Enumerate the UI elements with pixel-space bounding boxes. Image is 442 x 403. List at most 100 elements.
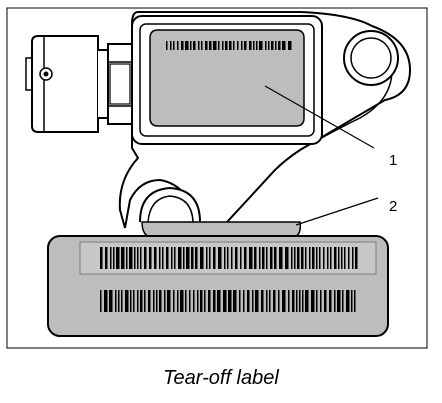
barcode-bar <box>341 247 343 269</box>
barcode-bar <box>217 290 221 312</box>
barcode-bar <box>154 247 157 269</box>
barcode-bar <box>109 290 113 312</box>
barcode-bar <box>301 247 304 269</box>
barcode-bar <box>181 41 184 50</box>
barcode-bar <box>275 41 277 50</box>
barcode-bar <box>209 247 211 269</box>
barcode-bar <box>104 290 108 312</box>
barcode-bar <box>140 290 143 312</box>
barcode-bar <box>229 41 232 50</box>
barcode-bar <box>259 247 261 269</box>
barcode-bar <box>342 290 344 312</box>
barcode-bar <box>344 247 346 269</box>
barcode-bar <box>282 41 286 50</box>
barcode-bar <box>316 290 318 312</box>
barcode-bar <box>115 290 117 312</box>
barcode-bar <box>291 247 293 269</box>
barcode-bar <box>206 247 208 269</box>
barcode-bar <box>126 247 128 269</box>
barcode-bar <box>100 290 102 312</box>
barcode-bar <box>200 290 203 312</box>
barcode-bar <box>125 290 129 312</box>
barcode-bar <box>237 41 239 50</box>
barcode-bar <box>209 41 212 50</box>
callout-leader-1 <box>264 85 375 149</box>
barcode-bar <box>171 247 173 269</box>
barcode-bar <box>320 290 322 312</box>
barcode-bar <box>348 247 350 269</box>
barcode-bar <box>282 290 286 312</box>
barcode-bar <box>130 290 132 312</box>
barcode-icon <box>100 247 358 269</box>
barcode-bar <box>271 41 274 50</box>
barcode-bar <box>201 41 203 50</box>
barcode-bar <box>261 290 264 312</box>
barcode-bar <box>193 290 195 312</box>
barcode-bar <box>121 247 125 269</box>
barcode-bar <box>330 247 332 269</box>
barcode-bar <box>164 290 166 312</box>
barcode-bar <box>337 290 341 312</box>
barcode-bar <box>259 41 263 50</box>
barcode-bar <box>329 290 332 312</box>
barcode-bar <box>166 247 169 269</box>
barcode-bar <box>197 290 199 312</box>
barcode-bar <box>255 290 259 312</box>
barcode-bar <box>225 41 228 50</box>
barcode-bar <box>254 247 257 269</box>
barcode-bar <box>249 247 253 269</box>
barcode-bar <box>235 247 238 269</box>
mount-hole-icon <box>343 30 399 86</box>
barcode-bar <box>305 247 307 269</box>
barcode-bar <box>121 290 123 312</box>
sensor-label-area <box>149 29 305 127</box>
barcode-bar <box>162 247 164 269</box>
barcode-bar <box>156 290 158 312</box>
callout-label-2: 2 <box>389 198 397 215</box>
barcode-bar <box>190 41 192 50</box>
barcode-bar <box>243 290 245 312</box>
callout-leader-2 <box>295 197 379 226</box>
barcode-bar <box>189 290 191 312</box>
barcode-bar <box>274 247 277 269</box>
barcode-bar <box>334 290 336 312</box>
barcode-bar <box>223 290 227 312</box>
barcode-bar <box>222 41 224 50</box>
barcode-bar <box>297 247 300 269</box>
barcode-bar <box>278 290 280 312</box>
barcode-bar <box>191 247 194 269</box>
barcode-bar <box>116 247 120 269</box>
barcode-bar <box>266 290 268 312</box>
barcode-bar <box>105 247 108 269</box>
barcode-bar <box>292 290 295 312</box>
barcode-bar <box>265 41 267 50</box>
barcode-bar <box>247 290 250 312</box>
barcode-bar <box>278 41 281 50</box>
barcode-bar <box>294 247 296 269</box>
barcode-bar <box>269 290 271 312</box>
barcode-bar <box>177 41 179 50</box>
barcode-bar <box>324 290 327 312</box>
callout-label-1: 1 <box>389 152 397 169</box>
barcode-bar <box>195 247 198 269</box>
barcode-bar <box>244 247 247 269</box>
barcode-icon <box>166 41 292 50</box>
barcode-bar <box>244 41 247 50</box>
barcode-bar <box>249 41 252 50</box>
barcode-bar <box>208 290 211 312</box>
barcode-bar <box>113 247 115 269</box>
barcode-bar <box>319 247 321 269</box>
barcode-bar <box>316 247 318 269</box>
barcode-bar <box>224 247 226 269</box>
connector-icon <box>25 35 133 133</box>
barcode-bar <box>239 290 241 312</box>
barcode-bar <box>268 41 270 50</box>
barcode-bar <box>118 290 120 312</box>
barcode-bar <box>149 247 152 269</box>
barcode-bar <box>299 290 301 312</box>
barcode-bar <box>140 247 142 269</box>
barcode-bar <box>177 290 179 312</box>
barcode-bar <box>173 290 175 312</box>
barcode-bar <box>227 247 229 269</box>
barcode-bar <box>302 290 304 312</box>
